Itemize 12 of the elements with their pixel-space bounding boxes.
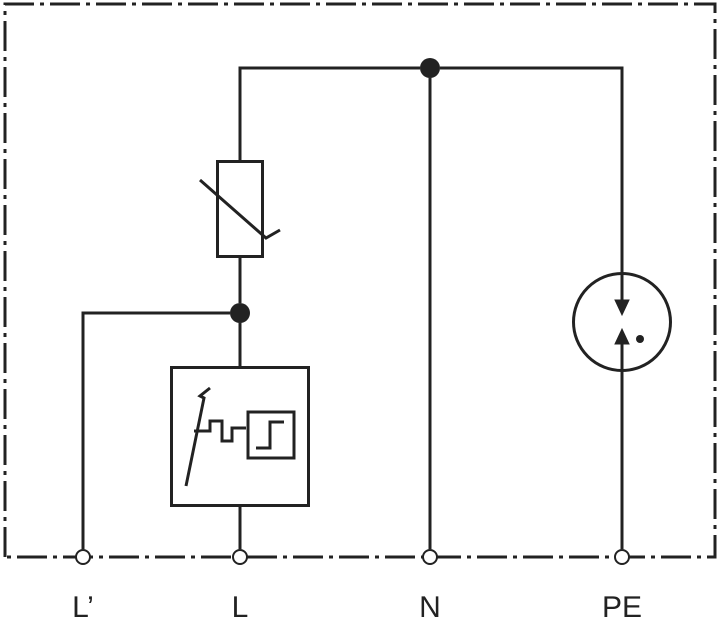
terminal-label: L (232, 591, 248, 618)
terminal-label: PE (602, 591, 642, 618)
wire (428, 78, 432, 549)
wire (238, 66, 420, 160)
wire (440, 66, 624, 272)
wire (238, 323, 242, 366)
wire (238, 258, 242, 303)
terminal-label: N (419, 591, 441, 618)
wire (238, 507, 242, 549)
wire (620, 372, 624, 549)
wire (82, 312, 230, 549)
terminal-label: L’ (72, 591, 94, 618)
